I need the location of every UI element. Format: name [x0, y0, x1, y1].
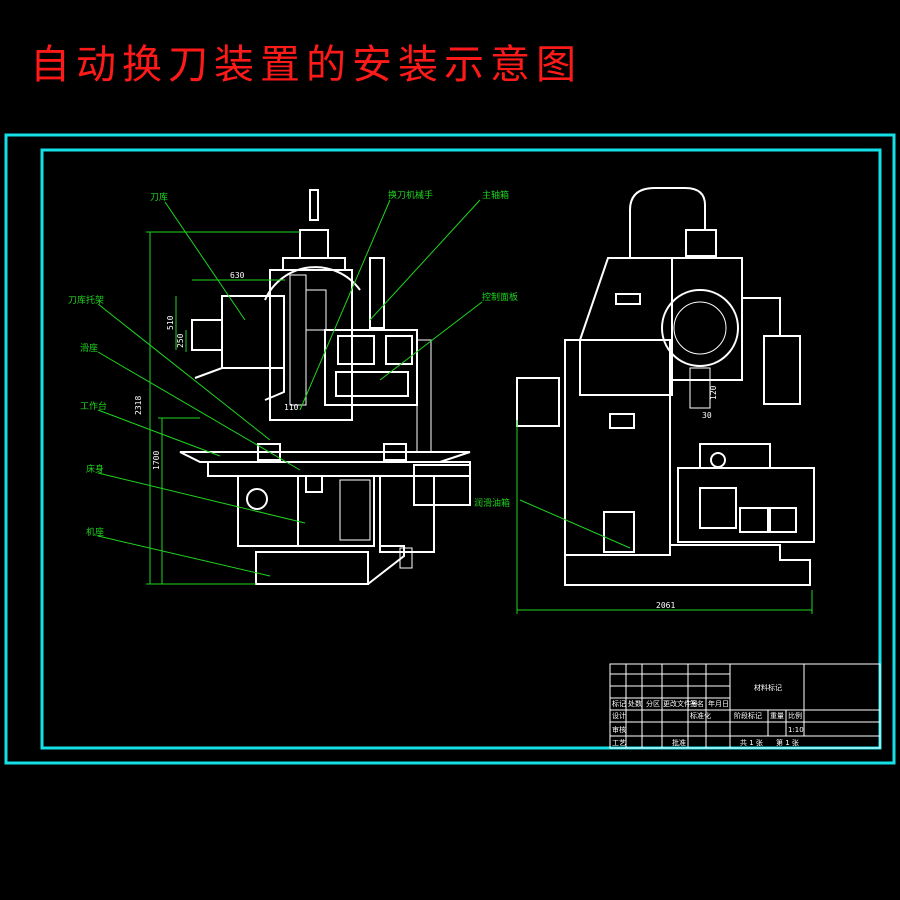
- label-base: 机座: [86, 526, 104, 538]
- side-view: [516, 187, 815, 586]
- dim-2061: 2061: [656, 601, 675, 610]
- label-spindle-box: 主轴箱: [482, 189, 509, 201]
- dim-1700: 1700: [152, 451, 161, 470]
- inner-frame: [40, 148, 882, 750]
- label-lube-oil-tank: 润滑油箱: [474, 497, 510, 509]
- front-view-dimensions: 2318 1700 630 510 250 110: [134, 231, 300, 585]
- dim-250: 250: [176, 333, 185, 348]
- tb-standardization: 标准化: [690, 711, 711, 720]
- tb-mark: 标记: [612, 699, 626, 708]
- tb-scale: 比例: [788, 711, 802, 720]
- label-tool-magazine: 刀库: [150, 191, 168, 203]
- label-worktable: 工作台: [80, 400, 107, 412]
- outer-frame: [4, 133, 896, 765]
- dim-2318: 2318: [134, 396, 143, 415]
- tb-material-mark: 材料标记: [754, 683, 782, 692]
- tb-design: 设计: [612, 711, 626, 720]
- dim-120: 120: [709, 385, 718, 400]
- tb-date: 年月日: [708, 699, 729, 708]
- drawing-title: 自动换刀装置的安装示意图: [30, 42, 582, 88]
- tb-signature: 签名: [690, 699, 704, 708]
- tb-review: 审核: [612, 725, 626, 734]
- tb-stage-mark: 阶段标记: [734, 711, 762, 720]
- front-view: [179, 189, 471, 585]
- title-block: 材料标记 标记 处数 分区 更改文件号 签名 年月日 设计 标准化 阶段标记 重…: [609, 663, 881, 749]
- dim-630: 630: [230, 271, 245, 280]
- label-tool-magazine-bracket: 刀库托架: [68, 294, 104, 306]
- tb-count: 处数: [628, 699, 642, 708]
- tb-sheet-no: 第 1 张: [776, 738, 799, 747]
- dim-30: 30: [702, 411, 712, 420]
- front-view-callouts: 刀库 换刀机械手 主轴箱 刀库托架 滑座 工作台 床身 机座 控制面板: [68, 189, 518, 577]
- tb-change-doc: 更改文件号: [663, 699, 698, 708]
- dim-510: 510: [166, 315, 175, 330]
- label-tool-change-manipulator: 换刀机械手: [388, 189, 433, 201]
- tb-scale-value: 1:10: [788, 726, 804, 734]
- dim-110: 110: [284, 403, 299, 412]
- tb-approve: 批准: [672, 738, 686, 747]
- tb-process: 工艺: [612, 739, 626, 747]
- tb-zone: 分区: [646, 699, 660, 708]
- label-control-panel: 控制面板: [482, 291, 518, 303]
- tb-weight: 重量: [770, 712, 784, 720]
- label-slide-seat: 滑座: [80, 342, 98, 354]
- label-bed-body: 床身: [86, 463, 104, 475]
- tb-sheets-total: 共 1 张: [740, 738, 763, 747]
- side-view-dimensions: 2061 120 30 润滑油箱: [474, 385, 813, 614]
